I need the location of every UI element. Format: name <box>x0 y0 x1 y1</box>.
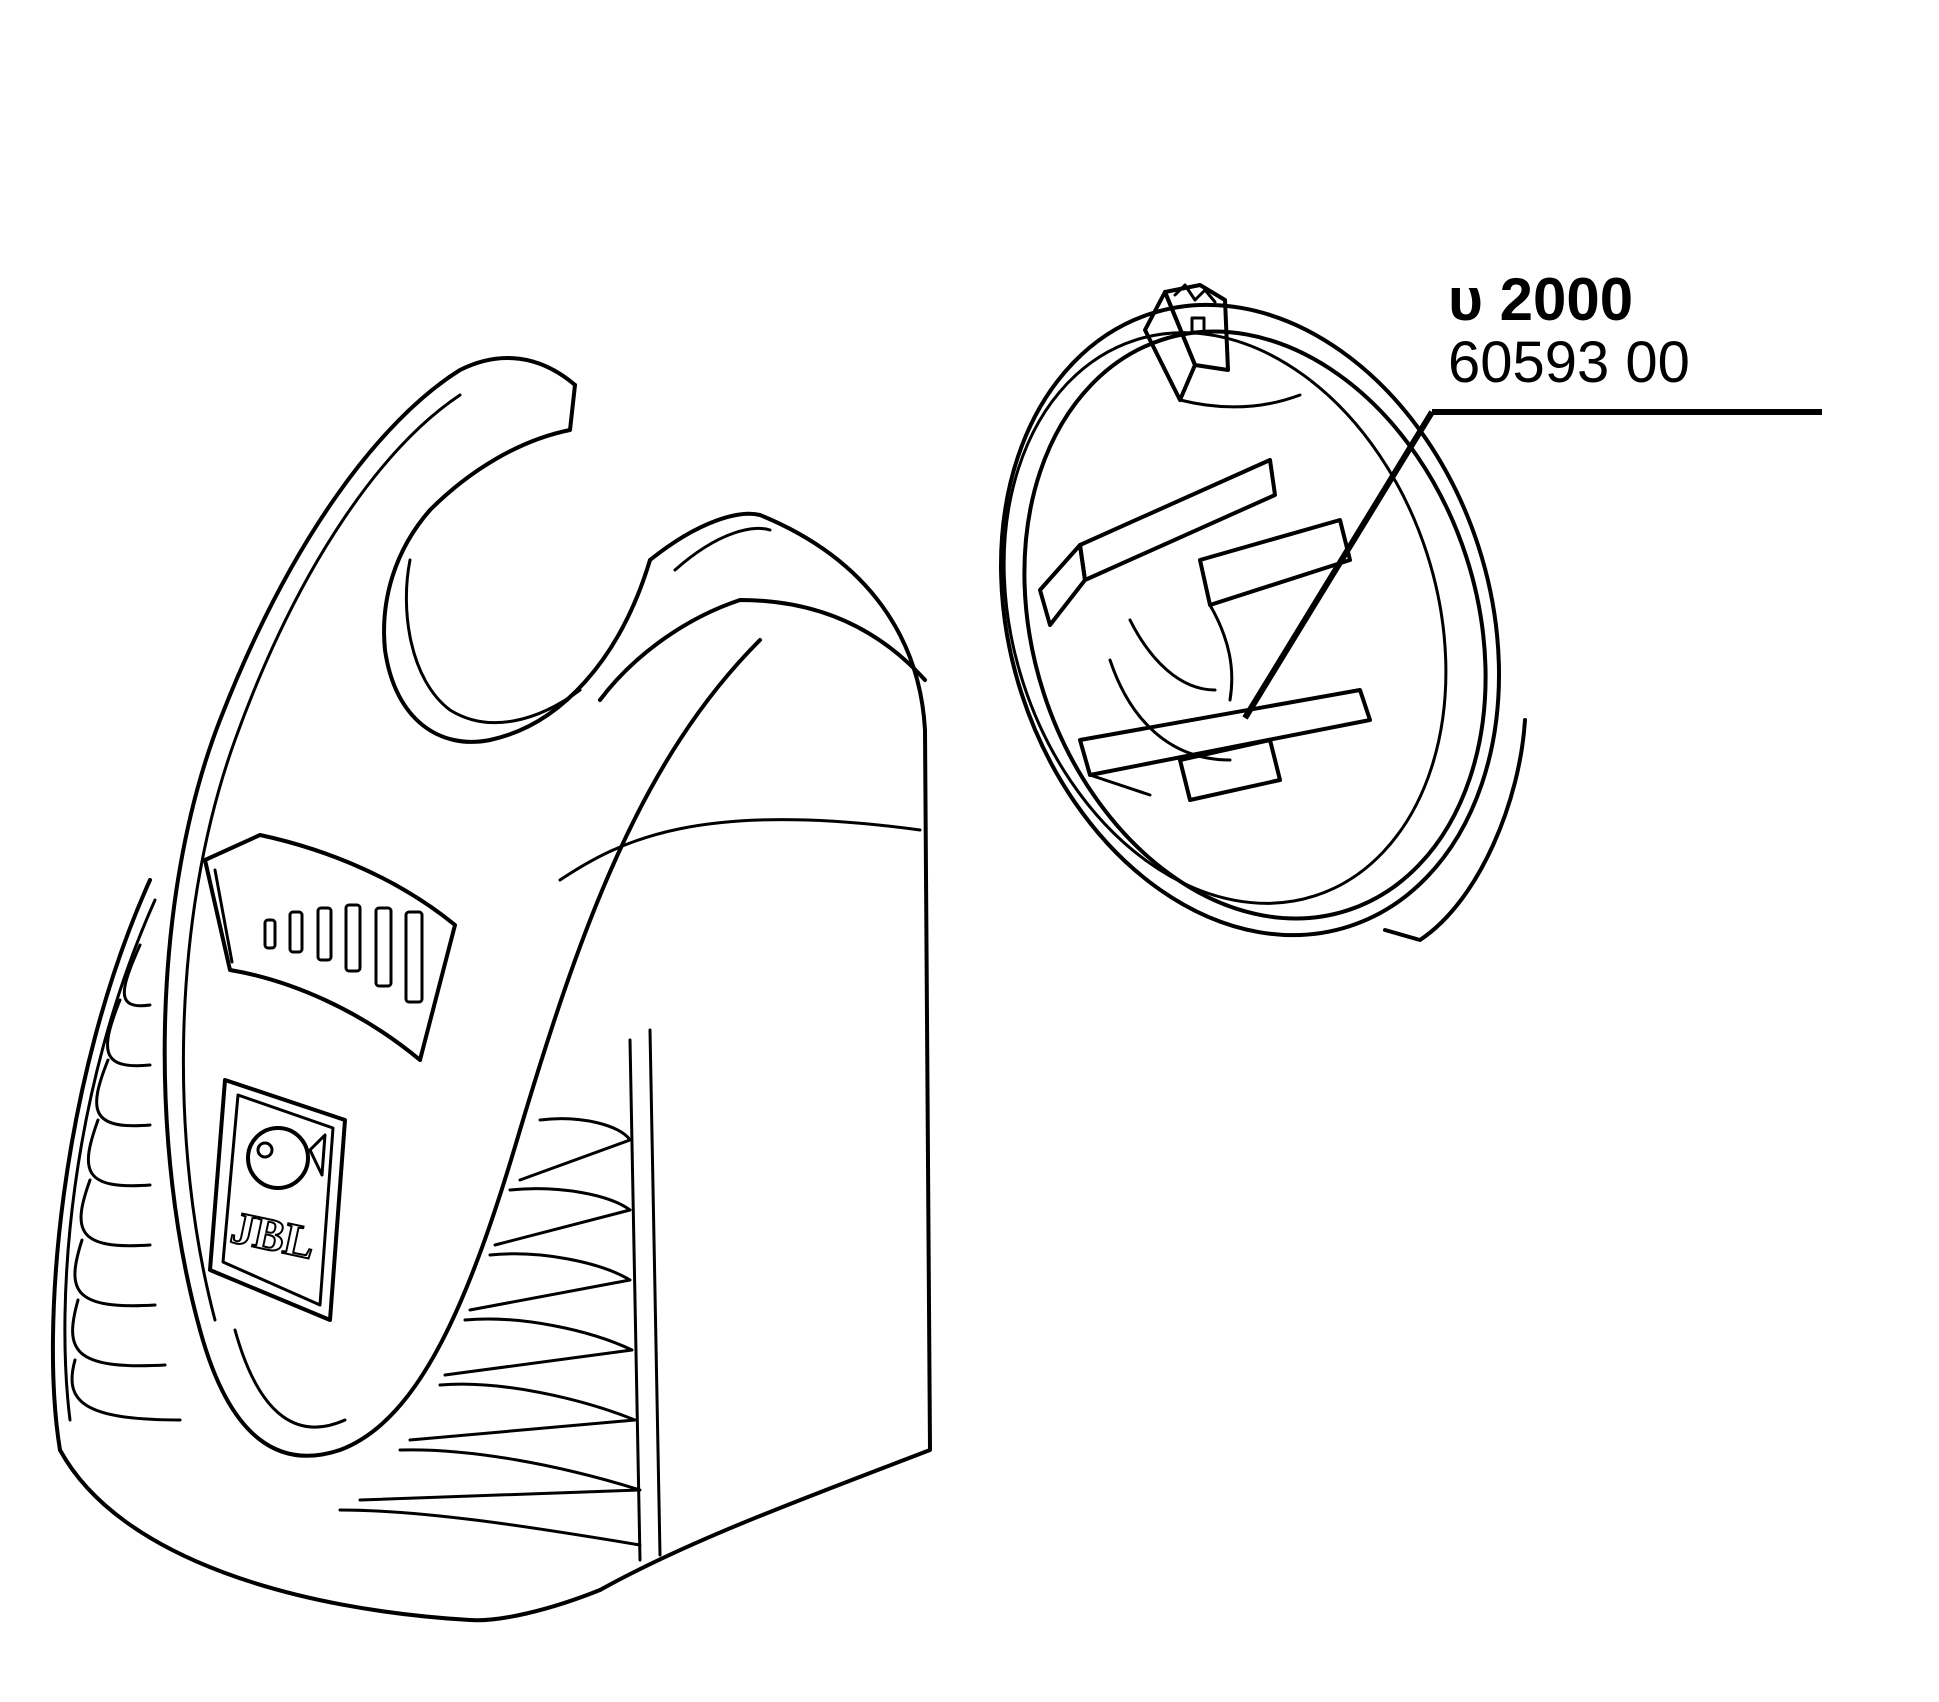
svg-text:JBL: JBL <box>227 1201 320 1268</box>
callout-leader <box>1242 409 1822 720</box>
snap-clip <box>1143 283 1302 409</box>
pump-housing: JBL <box>50 356 932 1623</box>
model-label: υ 2000 <box>1448 266 1634 333</box>
right-grille <box>338 1028 662 1562</box>
locking-tabs <box>1038 458 1372 802</box>
left-grille <box>70 943 182 1422</box>
jbl-logo: JBL <box>208 1078 347 1322</box>
part-number-label: 60593 00 <box>1448 330 1690 395</box>
end-cap-part <box>999 283 1527 942</box>
